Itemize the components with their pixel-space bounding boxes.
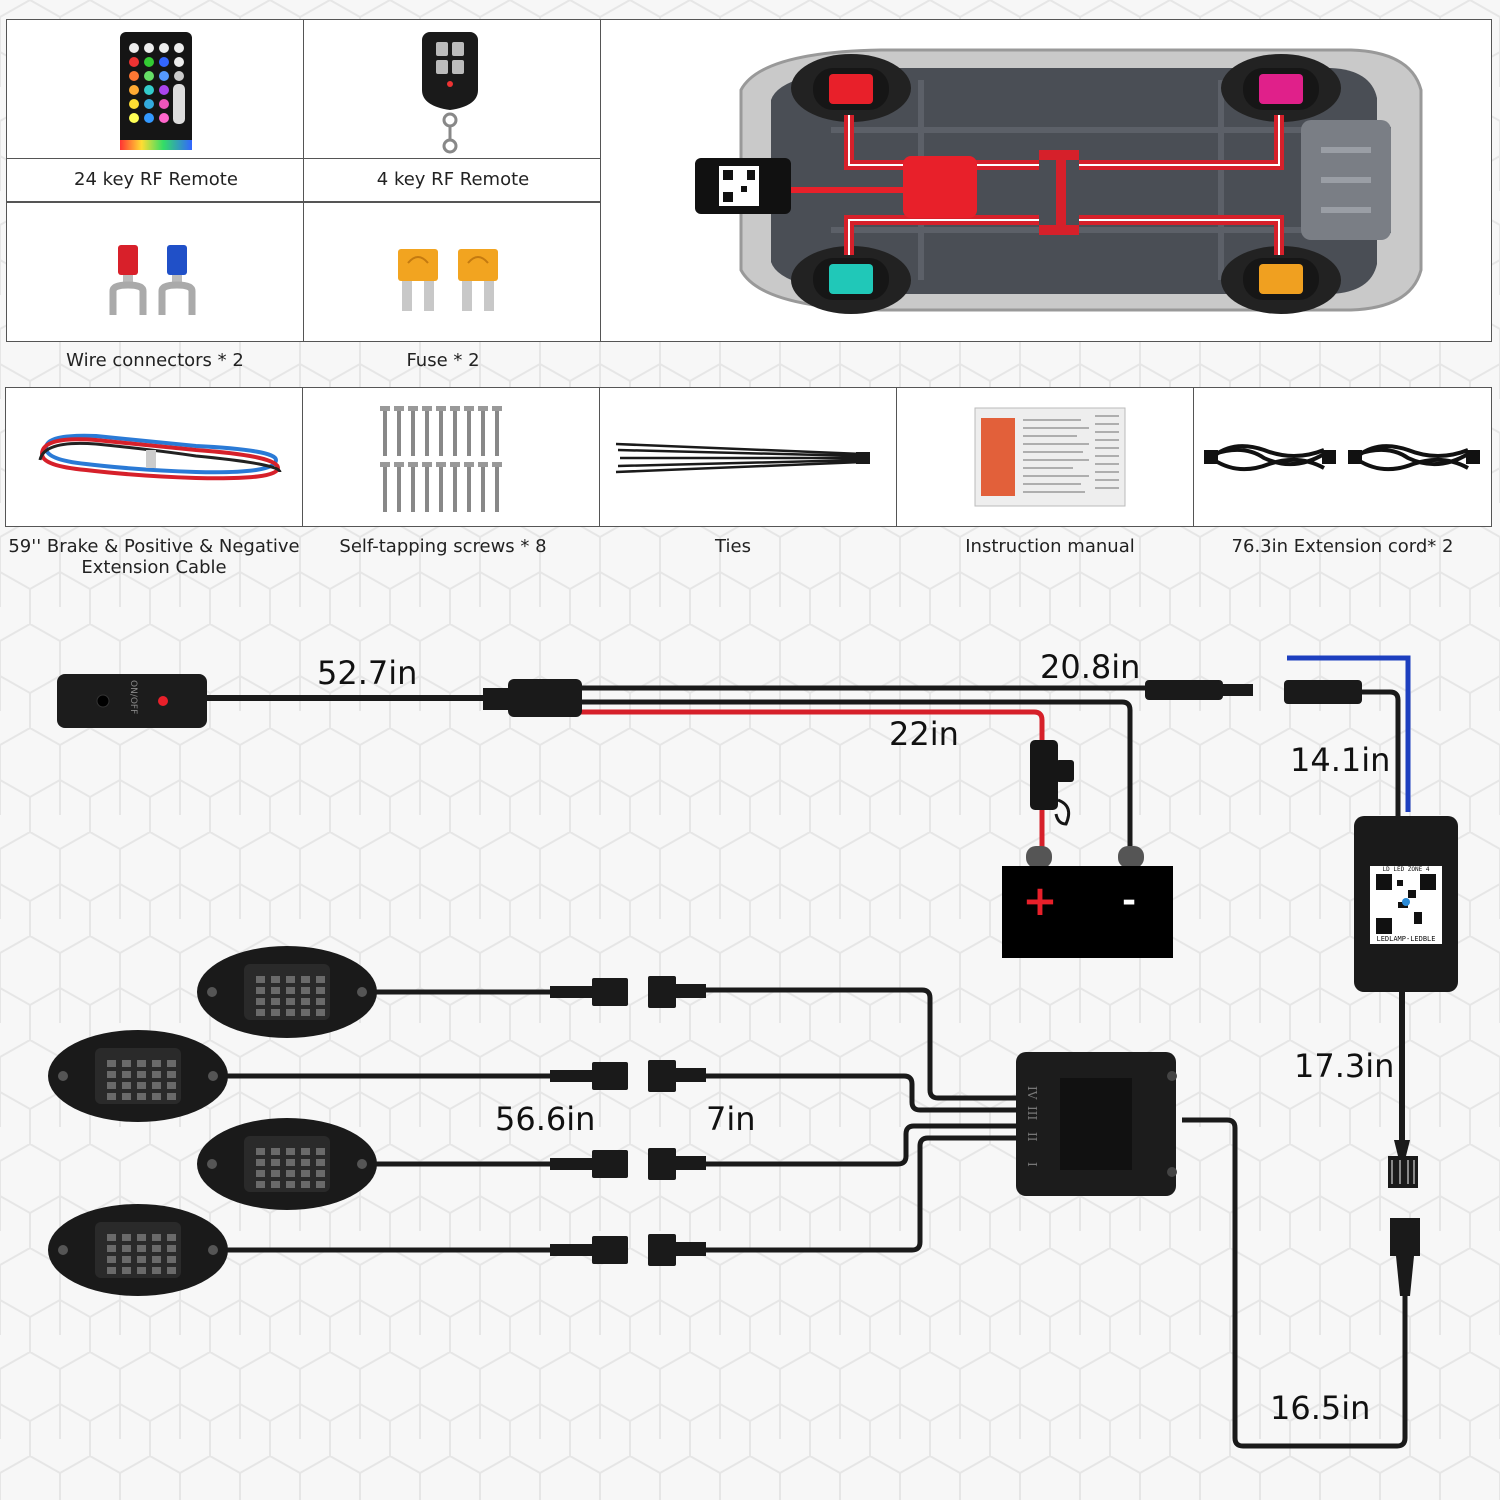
remote24-label-cell: 24 key RF Remote	[6, 158, 304, 202]
fuse-icon	[398, 249, 498, 311]
dim-pod-extension: 7in	[706, 1100, 756, 1138]
extension-cord-label: 76.3in Extension cord* 2	[1231, 536, 1454, 557]
manual-icon	[974, 407, 1126, 507]
manual-cell	[896, 387, 1194, 527]
dim-hub-lead: 16.5in	[1270, 1389, 1371, 1427]
remote4-label: 4 key RF Remote	[376, 169, 530, 190]
dim-switch-cable: 52.7in	[317, 654, 418, 692]
pod-front-right	[1259, 74, 1303, 104]
screws-label: Self-tapping screws * 8	[339, 536, 547, 557]
dim-fuse-lead: 22in	[889, 715, 959, 753]
screws-cell	[302, 387, 600, 527]
cable-cell	[5, 387, 303, 527]
connectors-cell	[6, 202, 304, 342]
remote24-cell	[6, 19, 304, 159]
remote24-icon	[120, 32, 192, 150]
ties-label: Ties	[715, 536, 751, 557]
remote4-icon	[422, 32, 478, 154]
extension-cord-icon	[1204, 444, 1480, 472]
pod-rear-right	[1259, 264, 1303, 294]
cable-label-line1: 59'' Brake & Positive & Negative	[8, 536, 300, 557]
extension-cable-icon	[38, 433, 282, 481]
remote4-cell	[303, 19, 601, 159]
pod-front-left	[829, 74, 873, 104]
wire-connector-icon	[109, 245, 196, 315]
car-diagram-panel	[600, 19, 1492, 342]
pod-rear-left	[829, 264, 873, 294]
dim-power-lead: 20.8in	[1040, 648, 1141, 686]
fuse-label: Fuse * 2	[406, 350, 480, 371]
cable-tie-icon	[615, 442, 870, 474]
remote4-label-cell: 4 key RF Remote	[303, 158, 601, 202]
connectors-label: Wire connectors * 2	[66, 350, 244, 371]
ties-cell	[599, 387, 897, 527]
dim-controller-out: 17.3in	[1294, 1047, 1395, 1085]
manual-label: Instruction manual	[965, 536, 1135, 557]
remote24-label: 24 key RF Remote	[74, 169, 238, 190]
screw-icon	[380, 406, 502, 512]
cable-label-line2: Extension Cable	[81, 557, 227, 578]
car-underbody-diagram	[695, 48, 1423, 314]
dim-controller-lead: 14.1in	[1290, 741, 1391, 779]
fuse-cell	[303, 202, 601, 342]
extension-cord-cell	[1193, 387, 1492, 527]
dim-pod-cable: 56.6in	[495, 1100, 596, 1138]
